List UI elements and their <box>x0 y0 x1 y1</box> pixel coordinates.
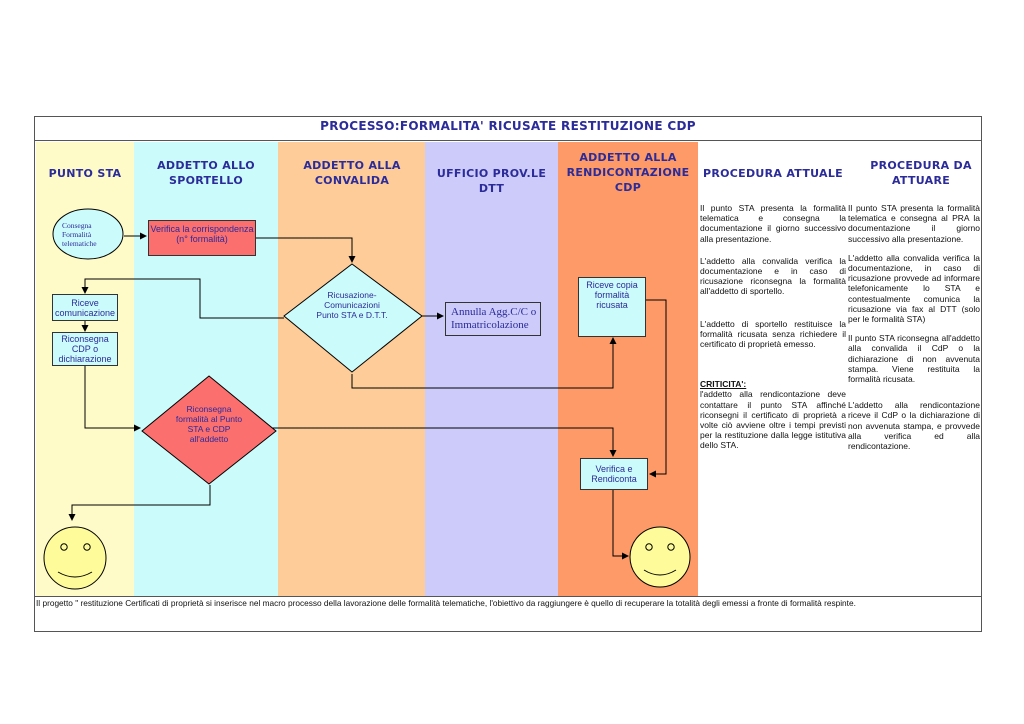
node-riceve-copia: Riceve copia formalità ricusata <box>578 277 646 337</box>
lane-heading-procedura-da-attuare: PROCEDURA DA ATTUARE <box>870 159 972 187</box>
smiley-right-icon <box>629 526 691 588</box>
node-verifica-corrispondenza: Verifica la corrispondenza (n° formalità… <box>148 220 256 256</box>
node-riconsegna-cdp: Riconsegna CDP o dichiarazione <box>52 332 118 366</box>
lane-heading-punto-sta: PUNTO STA <box>48 167 122 180</box>
node-riceve-comunicazione: Riceve comunicazione <box>52 294 118 321</box>
node-verifica-rendiconta: Verifica e Rendiconta <box>580 458 648 490</box>
procedura-attuale-p4: l'addetto alla rendicontazione deve cont… <box>700 389 846 451</box>
procedura-da-attuare-p4: L'addetto alla rendicontazione riceve il… <box>848 400 980 452</box>
procedura-da-attuare-p1: Il punto STA presenta la formalità telem… <box>848 203 980 244</box>
node-riconsegna-formalita: Riconsegna formalità al Punto STA e CDP … <box>175 404 243 444</box>
ricusazione-diamond <box>283 263 423 373</box>
process-title: PROCESSO:FORMALITA' RICUSATE RESTITUZION… <box>320 119 696 133</box>
footer-divider <box>34 596 982 597</box>
lane-ufficio-dtt <box>425 142 558 596</box>
lane-heading-convalida: ADDETTO ALLA CONVALIDA <box>303 159 401 187</box>
footer-note: Il progetto " restituzione Certificati d… <box>36 598 856 608</box>
procedura-attuale-p1: Il punto STA presenta la formalità telem… <box>700 203 846 244</box>
lane-addetto-sportello <box>134 142 278 596</box>
consegna-ellipse <box>52 208 124 260</box>
procedura-attuale-p2: L'addetto alla convalida verifica la doc… <box>700 255 846 297</box>
procedura-da-attuare-p2: L'addetto alla convalida verifica la doc… <box>848 252 980 325</box>
node-annulla: Annulla Agg.C/C o Immatricolazione <box>445 302 541 336</box>
lane-heading-sportello: ADDETTO ALLO SPORTELLO <box>157 159 255 187</box>
smiley-left-icon <box>43 526 107 590</box>
riconsegna-diamond <box>141 375 277 485</box>
criticita-label: CRITICITA': <box>700 379 747 390</box>
lane-heading-rendicontazione: ADDETTO ALLA RENDICONTAZIONE CDP <box>566 151 690 194</box>
procedura-attuale-text: Il punto STA presenta la formalità telem… <box>700 203 846 460</box>
procedura-da-attuare-p3: Il punto STA riconsegna all'addetto alla… <box>848 333 980 385</box>
procedura-attuale-p3: L'addetto di sportello restituisce la fo… <box>700 318 846 350</box>
lane-heading-procedura-attuale: PROCEDURA ATTUALE <box>703 167 843 180</box>
diagram-frame <box>34 116 982 632</box>
title-divider <box>34 140 982 141</box>
lane-addetto-rendicontazione <box>558 142 698 596</box>
node-ricusazione: Ricusazione-Comunicazioni Punto STA e D.… <box>316 290 388 320</box>
procedura-da-attuare-text: Il punto STA presenta la formalità telem… <box>848 203 980 460</box>
lane-heading-ufficio-dtt: UFFICIO PROV.LE DTT <box>436 167 547 195</box>
node-consegna: Consegna Formalità telematiche <box>62 221 97 248</box>
